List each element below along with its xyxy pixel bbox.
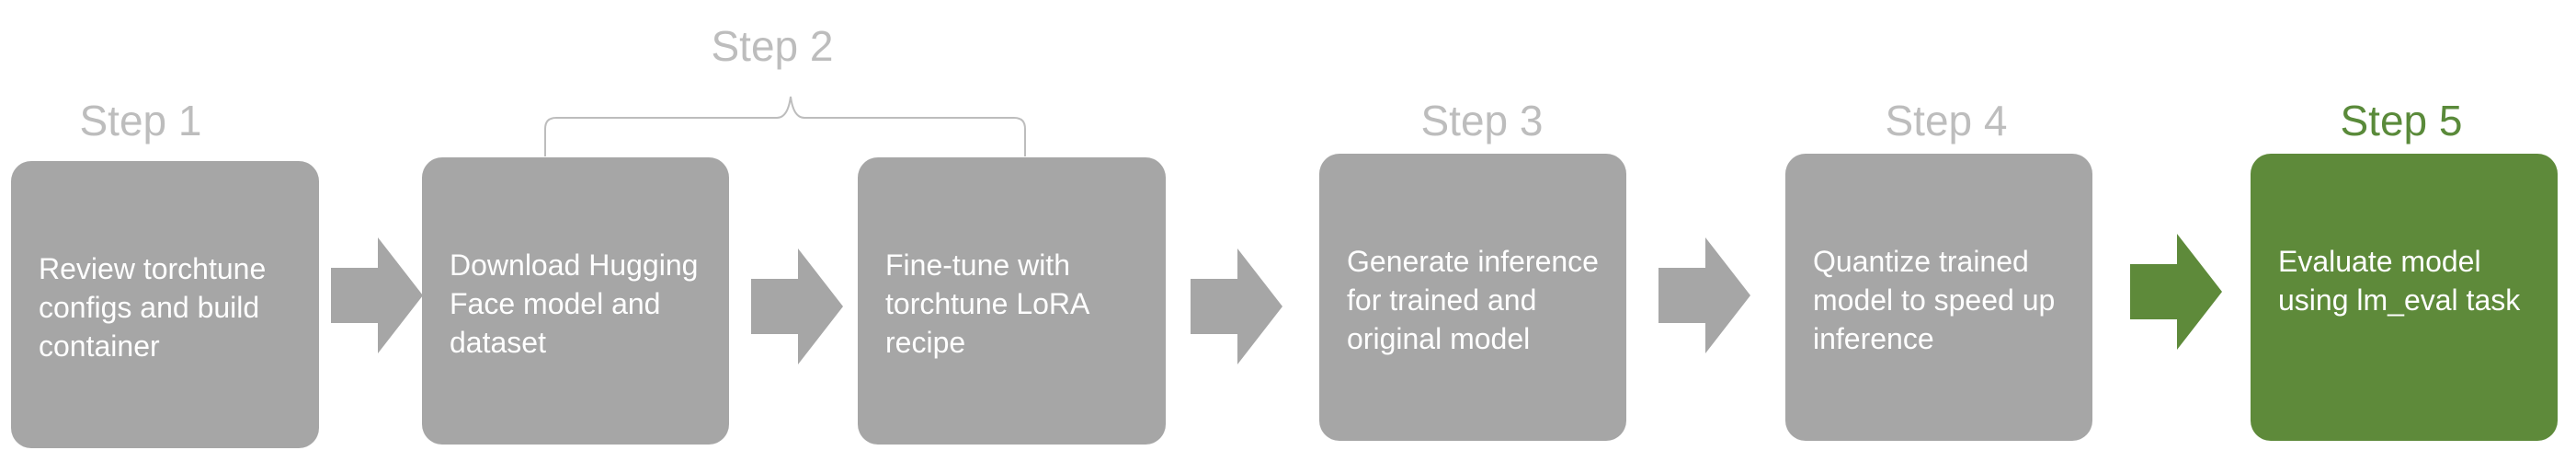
step-2b-text: Fine-tune with torchtune LoRA recipe: [885, 248, 1089, 359]
step-4-box: Quantize trained model to speed up infer…: [1785, 154, 2092, 441]
step-1-box: Review torchtune configs and build conta…: [11, 161, 319, 448]
arrow-4-icon: [1658, 237, 1750, 353]
step-1-label: Step 1: [79, 97, 202, 144]
step-2a-box: Download Hugging Face model and dataset: [422, 157, 729, 445]
step-3-label: Step 3: [1420, 97, 1544, 144]
step-3-box: Generate inference for trained and origi…: [1319, 154, 1626, 441]
step-3-text: Generate inference for trained and origi…: [1347, 245, 1599, 355]
arrow-2-icon: [751, 248, 843, 364]
arrow-1-icon: [331, 237, 423, 353]
step-2-label: Step 2: [711, 22, 834, 70]
step-4-text: Quantize trained model to speed up infer…: [1813, 245, 2056, 355]
step-4-label: Step 4: [1885, 97, 2008, 144]
step-2a-text: Download Hugging Face model and dataset: [450, 248, 699, 359]
arrow-5-icon: [2130, 234, 2222, 350]
step-5-text: Evaluate model using lm_eval task: [2278, 245, 2521, 317]
step-5-label: Step 5: [2340, 97, 2463, 144]
step-5-box: Evaluate model using lm_eval task: [2251, 154, 2558, 441]
step-1-text: Review torchtune configs and build conta…: [39, 252, 267, 363]
step-2b-box: Fine-tune with torchtune LoRA recipe: [858, 157, 1166, 445]
arrow-3-icon: [1191, 248, 1282, 364]
